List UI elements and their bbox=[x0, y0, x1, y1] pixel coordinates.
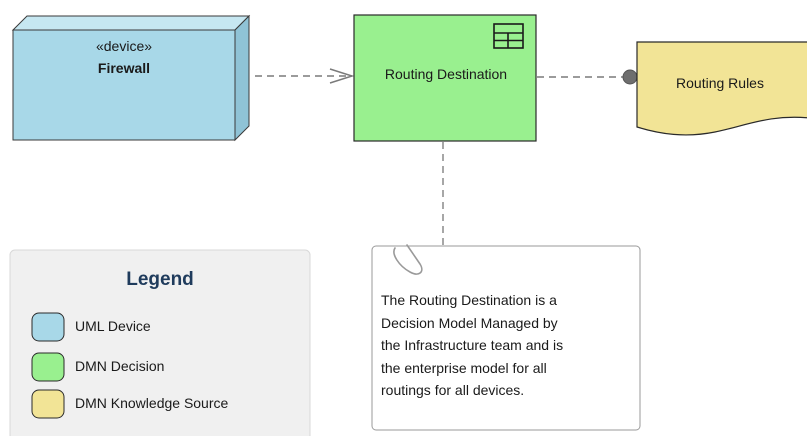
decision-table-icon bbox=[493, 23, 524, 49]
firewall-top-face bbox=[11, 15, 251, 31]
legend-box bbox=[9, 249, 311, 436]
firewall-name: Firewall bbox=[97, 60, 151, 76]
firewall-device-node[interactable] bbox=[11, 14, 251, 142]
connector-decision-to-rules[interactable] bbox=[537, 69, 638, 85]
note-line: the enterprise model for all bbox=[381, 359, 547, 376]
note-line: The Routing Destination is a bbox=[381, 292, 557, 308]
firewall-side-face bbox=[234, 14, 250, 142]
paperclip-icon bbox=[393, 244, 423, 275]
knowledge-source-shape bbox=[636, 41, 807, 136]
routing-rules-name: Routing Rules bbox=[676, 75, 764, 91]
decision-box bbox=[353, 14, 537, 142]
routing-rules-knowledge-source-node[interactable] bbox=[636, 41, 807, 136]
firewall-front-face bbox=[12, 29, 236, 141]
open-arrow-icon bbox=[329, 68, 355, 84]
legend-swatch-dmn-knowledge-source bbox=[31, 389, 65, 419]
note-line: routings for all devices. bbox=[381, 382, 525, 398]
routing-destination-decision-node[interactable] bbox=[353, 14, 537, 142]
filled-circle-icon bbox=[622, 69, 638, 85]
note-text: The Routing Destination is a Decision Mo… bbox=[381, 289, 636, 402]
legend-title: Legend bbox=[126, 269, 194, 290]
legend-panel bbox=[9, 249, 311, 436]
routing-destination-name: Routing Destination bbox=[384, 66, 508, 82]
legend-label-dmn-decision: DMN Decision bbox=[75, 358, 165, 374]
legend-label-uml-device: UML Device bbox=[75, 318, 151, 334]
note-line: Decision Model Managed by bbox=[381, 314, 558, 331]
connector-firewall-to-decision[interactable] bbox=[255, 68, 355, 84]
note-node[interactable] bbox=[371, 244, 641, 431]
note-line: the Infrastructure team and is bbox=[381, 337, 564, 353]
legend-swatch-dmn-decision bbox=[31, 352, 65, 382]
legend-label-dmn-knowledge-source: DMN Knowledge Source bbox=[75, 395, 229, 411]
legend-swatch-uml-device bbox=[31, 312, 65, 342]
note-box bbox=[371, 245, 641, 431]
firewall-stereotype: «device» bbox=[95, 38, 153, 54]
